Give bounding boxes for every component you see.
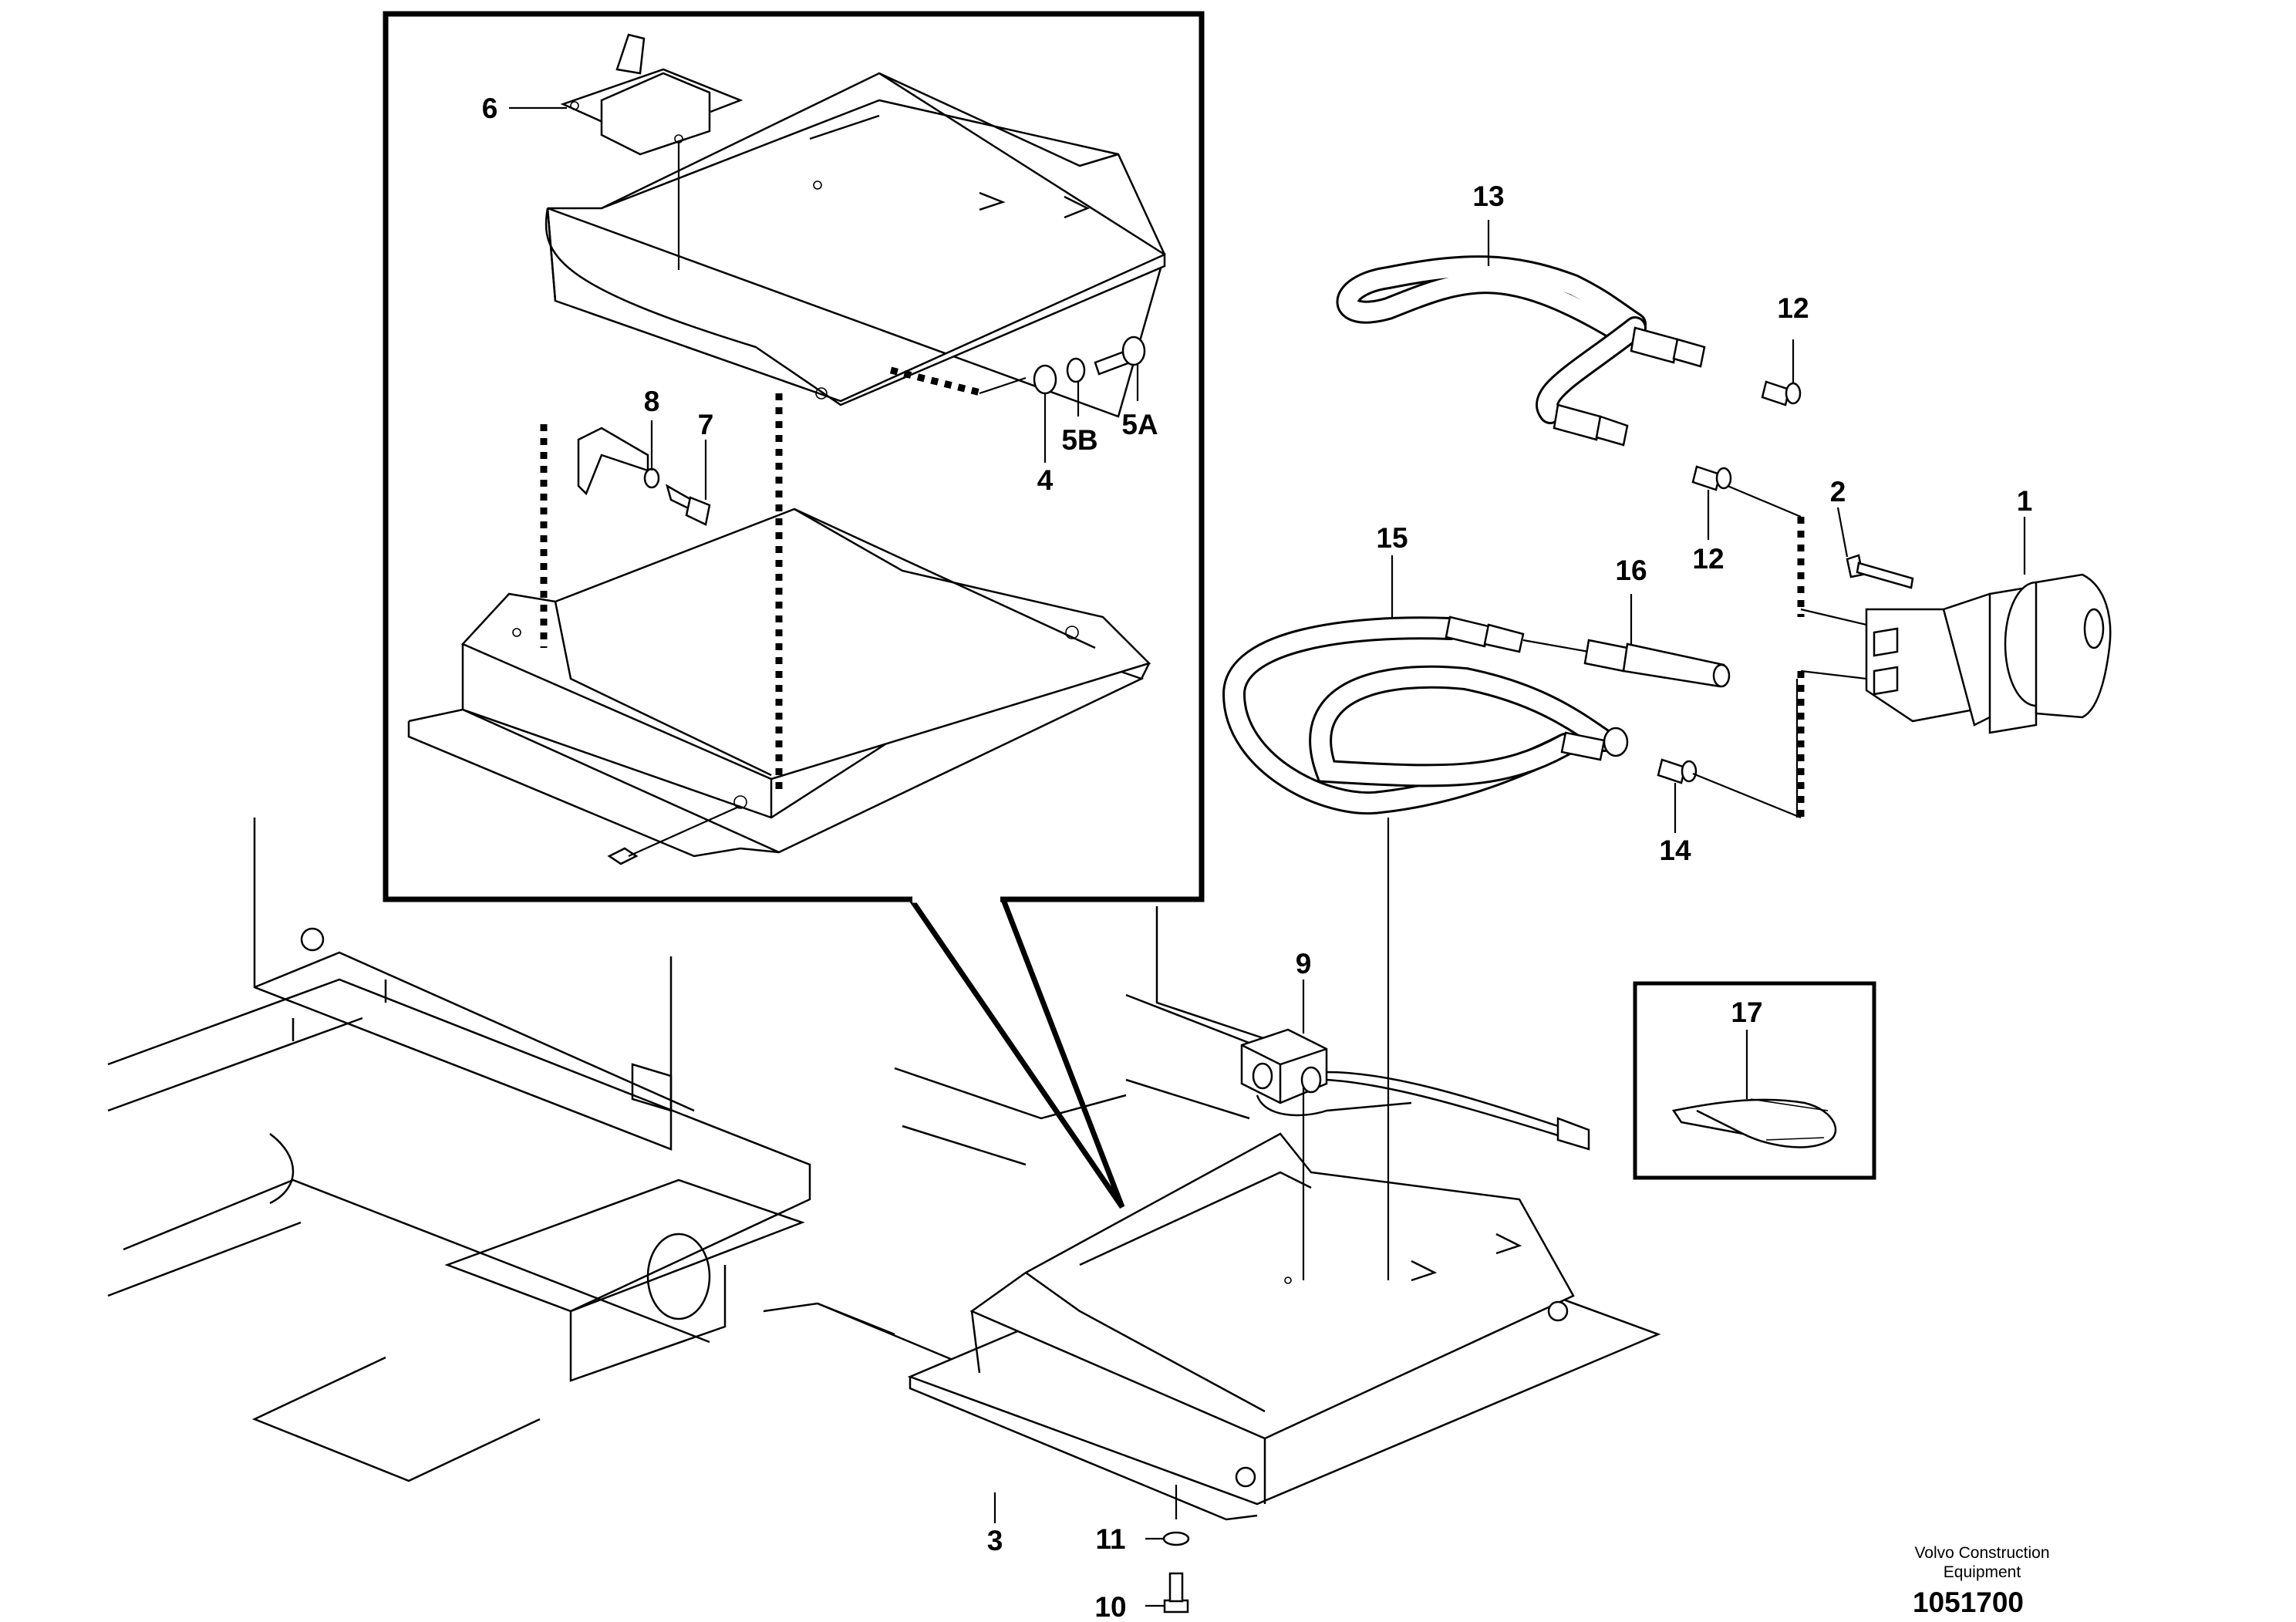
- part-4-5-fasteners: [607, 336, 1146, 865]
- main-battery-tray: [907, 1132, 1661, 1521]
- callout-9: 9: [1296, 948, 1312, 980]
- callout-11: 11: [1095, 1523, 1125, 1555]
- part-15-coiled-hose: [1222, 615, 1731, 1280]
- callout-leaders: [509, 106, 2026, 1607]
- callout-5a: 5A: [1121, 409, 1158, 440]
- credit-line-1: Volvo Construction: [1914, 1544, 2049, 1562]
- battery-tray-base: [407, 508, 1151, 858]
- callout-labels: 1 2 3 4 5A 5B 6 7 8 9 10 11 12 12 13 14 …: [482, 93, 2033, 1622]
- callout-10: 10: [1094, 1591, 1126, 1622]
- part-10-11-bolt-washer: [1162, 1531, 1190, 1614]
- part-13-hose: [1336, 255, 1802, 491]
- part-7-8-bracket-screw: [577, 427, 711, 526]
- part-6-latch-block: [560, 33, 743, 156]
- callout-6: 6: [482, 93, 498, 124]
- callout-8: 8: [644, 386, 660, 417]
- callout-13: 13: [1472, 180, 1504, 212]
- credit-line-2: Equipment: [1944, 1563, 2021, 1581]
- callout-12-upper: 12: [1777, 292, 1809, 324]
- part-1-pump: [1727, 484, 2112, 821]
- callout-15: 15: [1376, 522, 1408, 554]
- part-17-detail-box: [1633, 981, 1876, 1180]
- callout-14: 14: [1659, 835, 1691, 866]
- callout-7: 7: [698, 409, 714, 440]
- callout-5b: 5B: [1061, 424, 1097, 456]
- callout-1: 1: [2017, 485, 2033, 517]
- part-9-connector-box: [1240, 1028, 1590, 1280]
- part-14-fitting: [1657, 758, 1802, 819]
- figure-number: 1051700: [1913, 1587, 2024, 1618]
- detail-inset: [383, 11, 1205, 1209]
- battery-tray-lid: [544, 72, 1166, 418]
- callout-2: 2: [1830, 476, 1846, 508]
- callout-3: 3: [987, 1525, 1003, 1556]
- callout-12-lower: 12: [1692, 543, 1724, 575]
- callout-17: 17: [1731, 996, 1762, 1028]
- figure-footer: Volvo Construction Equipment 1051700: [1913, 1544, 2050, 1618]
- callout-4: 4: [1037, 464, 1054, 496]
- callout-16: 16: [1615, 555, 1647, 586]
- machine-frame: [107, 818, 1273, 1482]
